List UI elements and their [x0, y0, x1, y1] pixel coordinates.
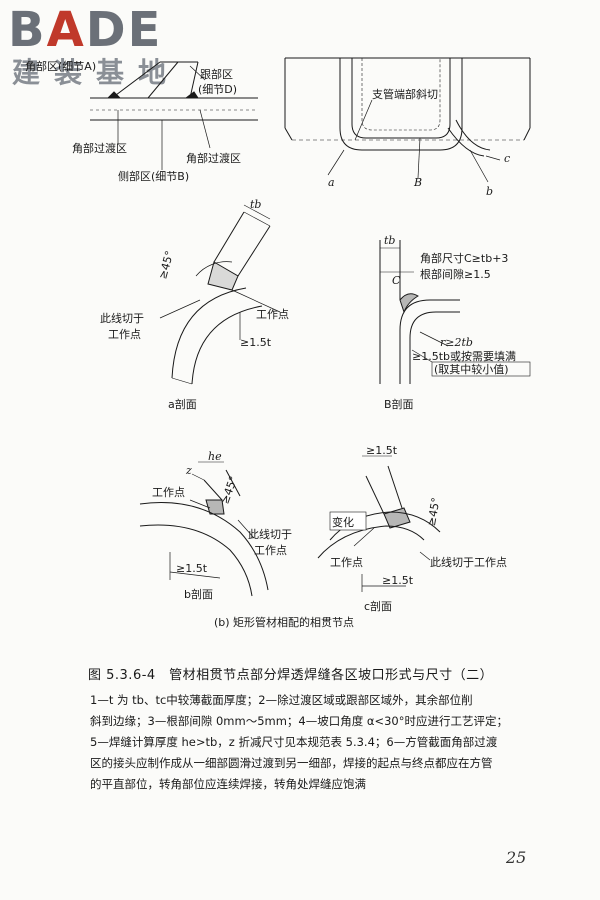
fill-b-2: (取其中较小值): [434, 362, 509, 376]
mark-b: b: [486, 185, 493, 198]
section-b-lower: he z ≥45° 工作点 此线切于 工作点 ≥1.5t: [139, 450, 292, 597]
fill-b: ≥1.5tb或按需要填满: [412, 349, 516, 363]
logo-subtitle: 建装基地: [12, 56, 181, 89]
note-line: 5—焊缝计算厚度 he>tb，z 折减尺寸见本规范表 5.3.4；6—方管截面角…: [90, 735, 498, 749]
cut-line-b-2: 工作点: [254, 544, 287, 557]
label-side: 侧部区(细节B): [118, 169, 189, 183]
dim-tb-a: tb: [250, 198, 261, 211]
square-tube-view: 支管端部斜切 a B b c: [284, 57, 531, 198]
sub-caption: (b) 矩形管材相配的相贯节点: [214, 616, 355, 629]
mark-c: c: [504, 152, 510, 165]
label-heel: 跟部区: [200, 67, 233, 81]
cut-line-a: 此线切于: [100, 311, 144, 325]
dim-tb-b: tb: [384, 234, 395, 247]
caption-section-b: b剖面: [184, 588, 213, 601]
label-transition-right: 角部过渡区: [186, 151, 241, 165]
z-b: z: [185, 464, 192, 477]
work-point-a: 工作点: [256, 308, 289, 321]
dim-c: C: [392, 274, 401, 287]
note-line: 区的接头应制作成从一细部圆滑过渡到另一细部，焊接的起点与终点都应在方管: [90, 756, 493, 770]
label-branch: 支管端部斜切: [372, 87, 438, 101]
gap-c: ≥1.5t: [382, 574, 414, 587]
angle-a: ≥45°: [156, 249, 176, 280]
caption-section-c: c剖面: [364, 600, 393, 613]
page-number: 25: [506, 848, 527, 867]
caption-section-a: a剖面: [168, 398, 197, 411]
radius-b: r≥2tb: [440, 336, 473, 349]
logo-wordmark: BADE: [8, 2, 163, 58]
figure-notes: 1—t 为 tb、tc中较薄截面厚度；2—除过渡区域或跟部区域外，其余部位削 斜…: [90, 690, 530, 795]
label-transition-left: 角部过渡区: [72, 141, 127, 155]
note-line: 的平直部位，转角部位应连续焊接，转角处焊缝应饱满: [90, 777, 366, 791]
section-b: tb C 角部尺寸C≥tb+3 根部间隙≥1.5 r≥2tb ≥1.5tb或按需…: [379, 234, 531, 384]
note-line: 斜到边缘；3—根部间隙 0mm～5mm；4—坡口角度 α<30°时应进行工艺评定…: [90, 714, 508, 728]
gap-c-top: ≥1.5t: [366, 444, 398, 457]
section-c: ≥1.5t 变化 ≥45° 工作点 此线切于工作点 ≥1.5t: [317, 444, 507, 592]
label-corner-a: 角部区(细节A): [25, 59, 96, 73]
cut-line-a-2: 工作点: [108, 328, 141, 341]
mark-a: a: [328, 176, 335, 189]
section-a: tb ≥45° 此线切于 工作点 工作点 ≥1.5t: [100, 198, 289, 385]
mark-B: B: [413, 176, 422, 189]
cut-line-c: 此线切于工作点: [430, 555, 507, 569]
change-c: 变化: [332, 515, 354, 529]
label-heel-detail: (细节D): [198, 83, 237, 96]
note-corner: 角部尺寸C≥tb+3: [420, 251, 508, 265]
work-point-c: 工作点: [330, 556, 363, 569]
gap-a: ≥1.5t: [240, 336, 272, 349]
note-root-gap: 根部间隙≥1.5: [420, 267, 491, 281]
angle-c: ≥45°: [425, 496, 443, 527]
gap-b: ≥1.5t: [176, 562, 208, 575]
work-point-b: 工作点: [152, 486, 185, 499]
note-line: 1—t 为 tb、tc中较薄截面厚度；2—除过渡区域或跟部区域外，其余部位削: [90, 693, 473, 707]
he-b: he: [208, 450, 222, 463]
cut-line-b: 此线切于: [248, 527, 292, 541]
caption-section-B: B剖面: [384, 398, 414, 411]
brand-logo: BADE 建装基地: [8, 4, 188, 96]
figure-title: 图 5.3.6-4 管材相贯节点部分焊透焊缝各区坡口形式与尺寸（二）: [88, 668, 494, 683]
junction-sketch: 角部区(细节A) 跟部区 (细节D) 角部过渡区 角部过渡区 侧部区(细节B): [25, 59, 258, 183]
